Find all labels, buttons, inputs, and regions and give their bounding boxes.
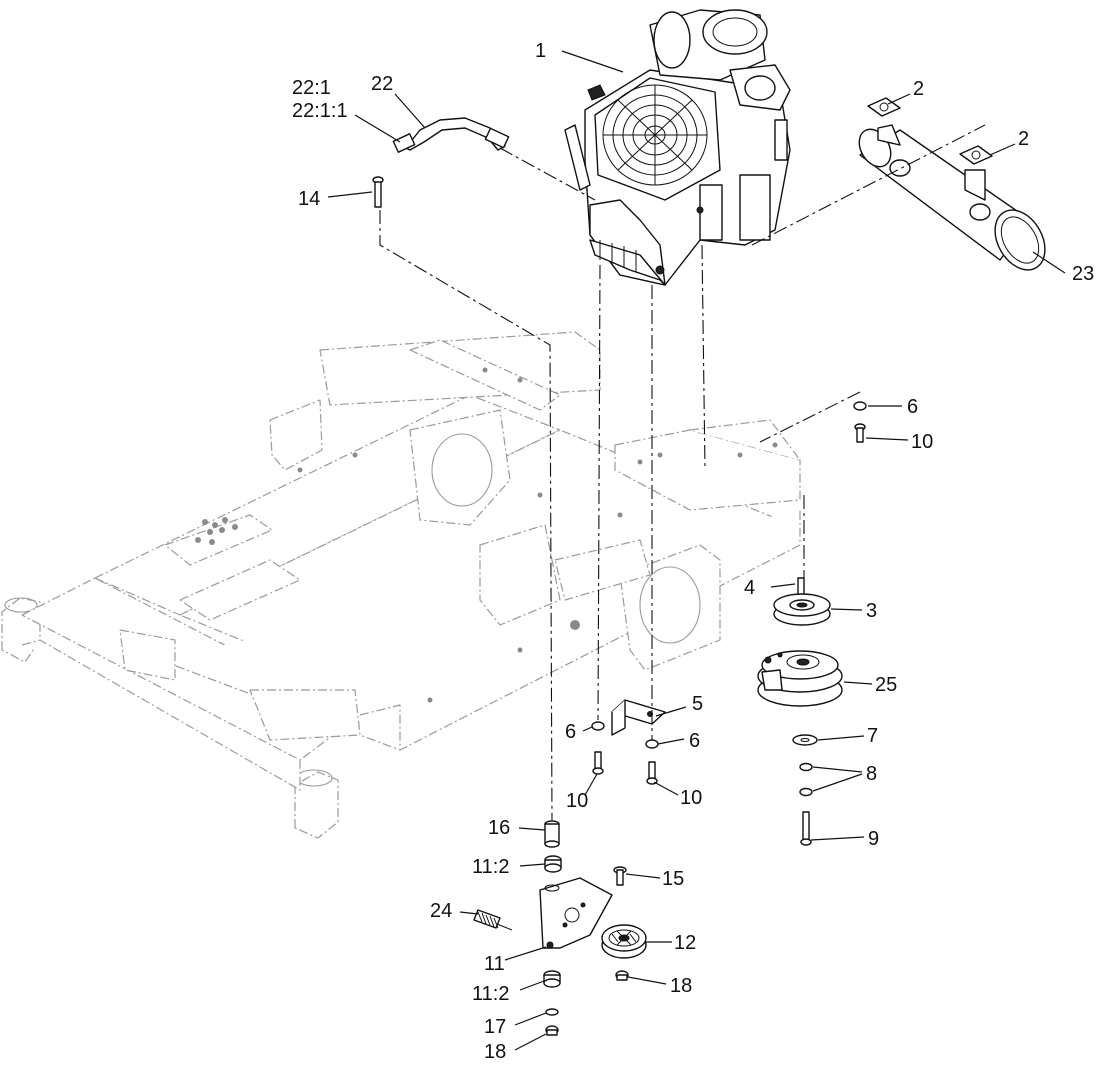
callout-gasket-mid: 2 [1018,128,1029,150]
callout-bolt-10-mid: 10 [680,787,702,809]
callout-washer-6-right: 6 [907,396,918,418]
callout-nut-18-left: 18 [484,1041,506,1063]
washer-7 [792,734,818,746]
bolt-10-left [592,751,604,775]
callout-key-4: 4 [744,577,755,599]
callout-bracket-5: 5 [692,693,703,715]
leader-lines [327,50,1066,1051]
nut-18-right [615,970,629,981]
callout-clutch-25: 25 [875,674,897,696]
chassis-frame [1,331,801,839]
callout-spring-24: 24 [430,900,452,922]
callout-labels: 1 2 2 23 22 22:1 22:1:1 14 6 10 4 3 25 5… [292,40,1094,1063]
bushing-11-2-bottom [543,970,561,988]
bracket-5 [611,699,666,736]
bolt-10-right [854,423,866,443]
callout-nut-18-right: 18 [670,975,692,997]
callout-idler-arm-11: 11 [484,953,505,975]
callout-idler-pulley-12: 12 [674,932,696,954]
callout-engine: 1 [535,40,546,62]
muffler [858,124,1046,271]
washer-6-mid [645,739,659,749]
bolt-10-mid [646,761,658,785]
spring-24 [473,909,513,931]
callout-pulley-3: 3 [866,600,877,622]
spacer-16 [544,820,560,848]
callout-washer-7: 7 [867,725,878,747]
clutch-25 [757,650,843,707]
engine [564,9,791,286]
bushing-11-2-top [544,855,562,873]
assembly-axes [379,124,986,821]
callout-bolt-9: 9 [868,828,879,850]
callout-washer-17: 17 [484,1016,506,1038]
gasket-mid [959,145,993,165]
washer-6-right [853,401,867,411]
callout-muffler: 23 [1072,263,1094,285]
pulley-3 [773,593,831,626]
callout-hose-22-1: 22:1 [292,77,331,99]
bolt-9 [800,811,812,846]
callout-bolt-10-right: 10 [911,431,933,453]
callout-spacer-16: 16 [488,817,510,839]
callout-bushing-11-2-top: 11:2 [472,856,509,878]
bolt-15 [613,866,627,886]
washer-17 [545,1008,559,1016]
callout-bolt-15: 15 [662,868,684,890]
idler-arm-11 [539,877,613,949]
washer-8-a [799,762,813,772]
callout-washer-6-left: 6 [565,721,576,743]
callout-hose-22-1-1: 22:1:1 [292,100,348,122]
callout-bushing-11-2-bottom: 11:2 [472,983,509,1005]
nut-18-left [545,1025,559,1036]
callout-bolt-10-left: 10 [566,790,588,812]
callout-washer-8: 8 [866,763,877,785]
hose [392,117,510,153]
washer-6-left [591,721,605,731]
bolt-14 [372,176,384,208]
washer-8-b [799,787,813,797]
callout-washer-6-mid: 6 [689,730,700,752]
idler-pulley-12 [601,924,647,959]
callout-hose-22: 22 [371,73,393,95]
callout-bolt-14: 14 [298,188,320,210]
callout-gasket-top: 2 [913,78,924,100]
